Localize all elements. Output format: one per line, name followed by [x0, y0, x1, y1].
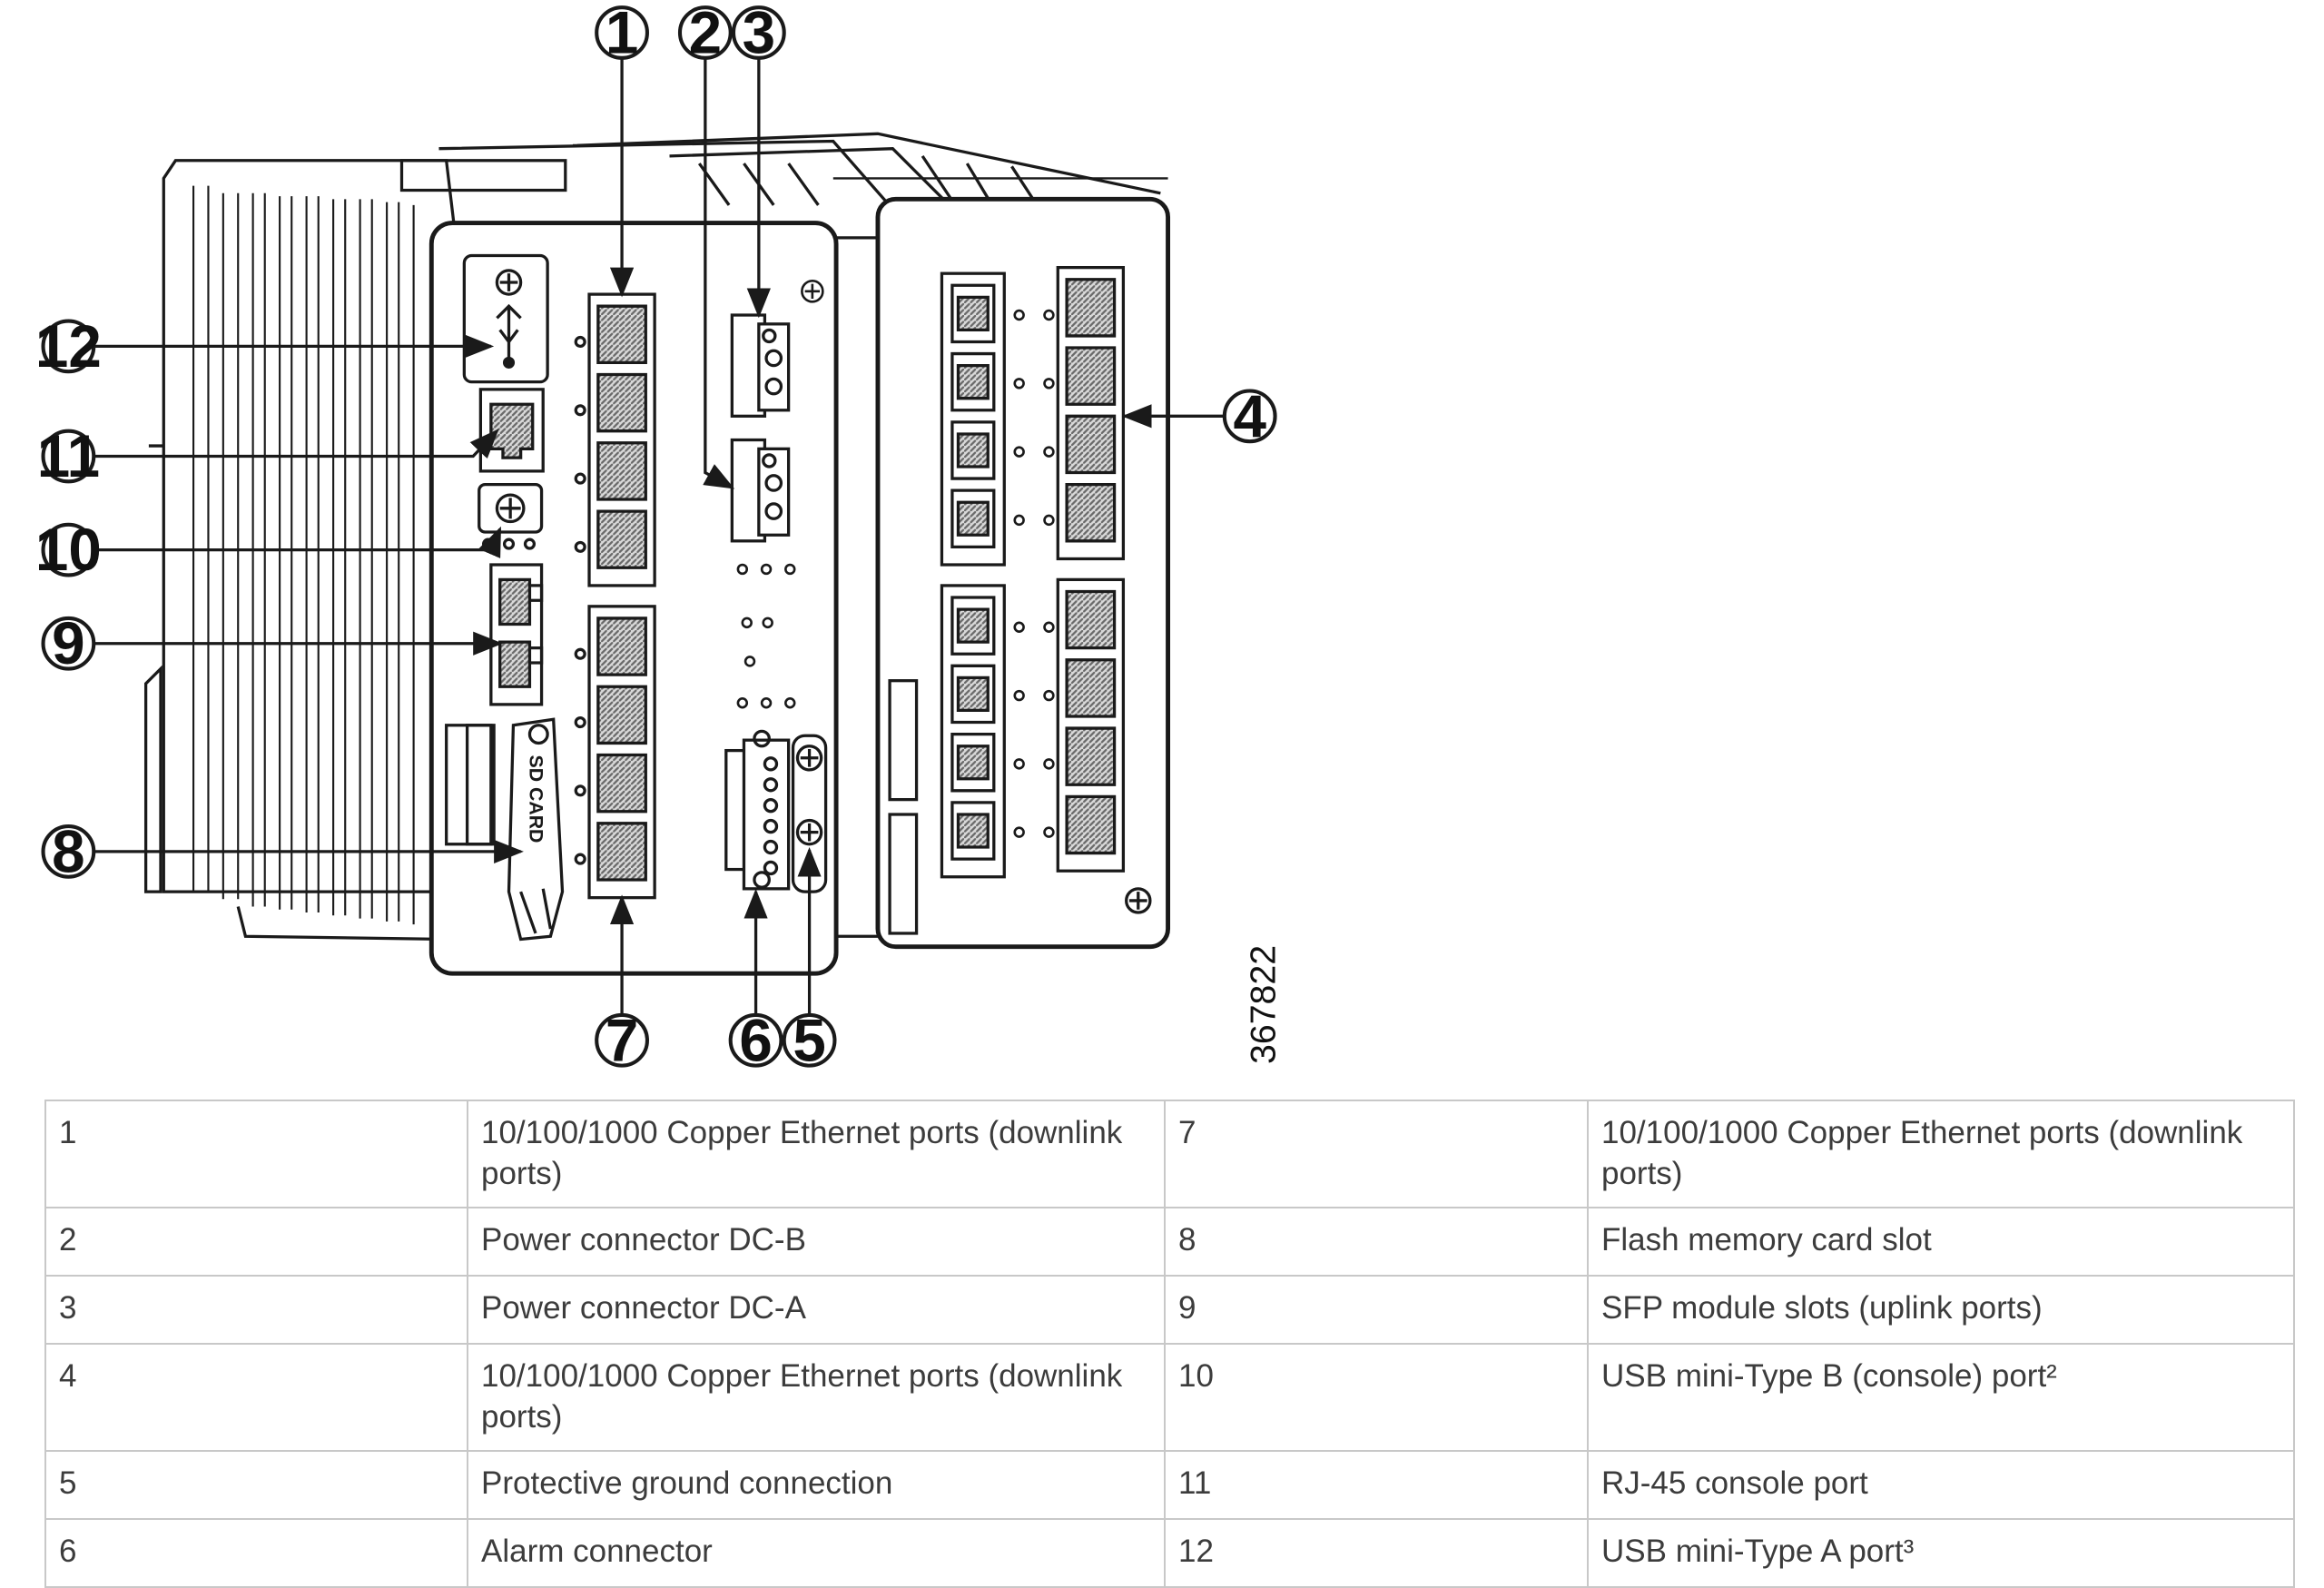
table-row: 3 Power connector DC-A 9 SFP module slot…	[44, 1275, 2295, 1345]
power-connector-dc-b	[730, 438, 791, 543]
legend-desc: Protective ground connection	[467, 1450, 1166, 1520]
callout-leaders	[94, 59, 1226, 1017]
legend-desc: Power connector DC-B	[467, 1207, 1166, 1277]
legend-num: 10	[1164, 1343, 1589, 1452]
legend-num: 8	[1164, 1207, 1589, 1277]
status-leds	[736, 280, 824, 709]
sd-card-label: SD CARD	[525, 755, 547, 843]
callout-10: 10	[35, 517, 102, 583]
callout-6: 6	[728, 1007, 783, 1073]
legend-num: 1	[44, 1100, 468, 1208]
legend-num: 12	[1164, 1518, 1589, 1588]
table-row: 6 Alarm connector 12 USB mini-Type A por…	[44, 1518, 2295, 1588]
copper-ethernet-ports-1	[574, 292, 656, 587]
svg-text:4: 4	[1233, 383, 1266, 449]
usb-mini-type-b-console-port	[478, 482, 544, 550]
legend-desc: 10/100/1000 Copper Ethernet ports (downl…	[467, 1100, 1166, 1208]
figure-id: 367822	[1244, 945, 1284, 1064]
svg-text:12: 12	[35, 313, 102, 380]
legend-num: 5	[44, 1450, 468, 1520]
callout-legend-table: 1 10/100/1000 Copper Ethernet ports (dow…	[44, 1100, 2295, 1588]
copper-ethernet-ports-4	[940, 265, 1152, 914]
svg-text:9: 9	[52, 610, 84, 676]
usb-icon	[496, 303, 522, 369]
legend-num: 6	[44, 1518, 468, 1588]
flash-memory-card-slot: SD CARD	[507, 717, 565, 942]
svg-text:2: 2	[689, 0, 722, 65]
legend-desc: 10/100/1000 Copper Ethernet ports (downl…	[1587, 1100, 2295, 1208]
svg-text:3: 3	[743, 0, 775, 65]
legend-desc: 10/100/1000 Copper Ethernet ports (downl…	[467, 1343, 1166, 1452]
callout-2: 2	[677, 0, 733, 65]
alarm-connector	[724, 729, 791, 891]
table-row: 1 10/100/1000 Copper Ethernet ports (dow…	[44, 1100, 2295, 1208]
legend-num: 9	[1164, 1275, 1589, 1345]
callout-9: 9	[41, 610, 96, 676]
callouts: 1 2 3 4 5 6 7 8 9 10 11 12	[35, 0, 1277, 1073]
svg-text:1: 1	[606, 0, 638, 65]
callout-7: 7	[595, 1007, 649, 1073]
callout-1: 1	[595, 0, 649, 65]
table-row: 2 Power connector DC-B 8 Flash memory ca…	[44, 1207, 2295, 1277]
svg-text:7: 7	[606, 1007, 638, 1073]
legend-num: 7	[1164, 1100, 1589, 1208]
sfp-module-slots	[489, 563, 544, 706]
legend-desc: Power connector DC-A	[467, 1275, 1166, 1345]
power-connector-dc-a	[730, 313, 791, 418]
copper-ethernet-ports-7	[574, 605, 656, 900]
legend-num: 2	[44, 1207, 468, 1277]
svg-text:8: 8	[52, 818, 84, 884]
callout-3: 3	[731, 0, 786, 65]
callout-4: 4	[1222, 383, 1277, 449]
legend-num: 11	[1164, 1450, 1589, 1520]
callout-8: 8	[41, 818, 96, 884]
callout-12: 12	[35, 313, 102, 380]
legend-num: 3	[44, 1275, 468, 1345]
svg-text:11: 11	[37, 423, 100, 489]
legend-desc: Flash memory card slot	[1587, 1207, 2295, 1277]
legend-num: 4	[44, 1343, 468, 1452]
table-row: 5 Protective ground connection 11 RJ-45 …	[44, 1450, 2295, 1520]
usb-mini-type-a-port	[462, 253, 549, 384]
legend-desc: Alarm connector	[467, 1518, 1166, 1588]
callout-11: 11	[37, 423, 100, 489]
legend-desc: USB mini-Type A port³	[1587, 1518, 2295, 1588]
switch-front-panel-diagram: SD CARD	[35, 0, 1284, 1073]
legend-desc: RJ-45 console port	[1587, 1450, 2295, 1520]
svg-text:6: 6	[739, 1007, 772, 1073]
svg-text:5: 5	[793, 1007, 825, 1073]
chassis	[143, 132, 1171, 976]
callout-5: 5	[782, 1007, 837, 1073]
table-row: 4 10/100/1000 Copper Ethernet ports (dow…	[44, 1343, 2295, 1452]
legend-desc: SFP module slots (uplink ports)	[1587, 1275, 2295, 1345]
legend-desc: USB mini-Type B (console) port²	[1587, 1343, 2295, 1452]
svg-text:10: 10	[35, 517, 102, 583]
rj45-console-port	[478, 388, 545, 473]
